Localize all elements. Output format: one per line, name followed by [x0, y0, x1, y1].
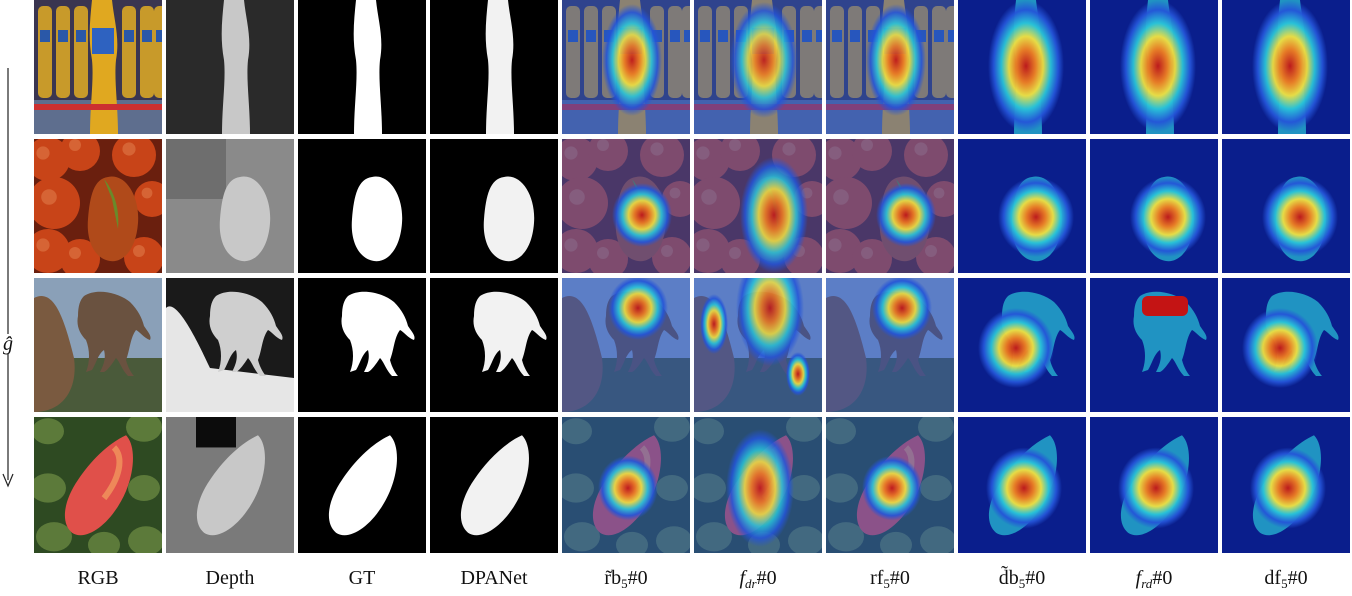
caption-dpa: DPANet — [460, 567, 528, 589]
rf5-image — [826, 0, 954, 134]
tile-tomatoes-df5 — [1222, 139, 1350, 273]
frd-image — [1090, 139, 1218, 273]
frd-image — [1090, 0, 1218, 134]
dpa-image — [430, 417, 558, 553]
tile-mango-rb5 — [562, 417, 690, 553]
caption-df5: df5#0 — [1264, 567, 1308, 591]
tile-tomatoes-rf5 — [826, 139, 954, 273]
rb5-image — [562, 417, 690, 553]
db5-image — [958, 0, 1086, 134]
tile-mango-dpa — [430, 417, 558, 553]
tile-bottles-gt — [298, 0, 426, 134]
tile-tomatoes-fdr — [694, 139, 822, 273]
tile-tomatoes-rb5 — [562, 139, 690, 273]
rgb-image — [34, 417, 162, 553]
fdr-image — [694, 139, 822, 273]
frd-image — [1090, 278, 1218, 412]
caption-frd: frd#0 — [1135, 567, 1173, 591]
db5-image — [958, 417, 1086, 553]
tile-bottles-db5 — [958, 0, 1086, 134]
tile-bottles-fdr — [694, 0, 822, 134]
tile-mango-rf5 — [826, 417, 954, 553]
caption-rb5: r̃b5#0 — [604, 567, 648, 591]
df5-image — [1222, 417, 1350, 553]
tile-mango-gt — [298, 417, 426, 553]
tile-tomatoes-frd — [1090, 139, 1218, 273]
caption-db5: d̃b5#0 — [998, 567, 1046, 591]
caption-rf5: rf5#0 — [870, 567, 910, 591]
tile-tomatoes-dpa — [430, 139, 558, 273]
rf5-image — [826, 417, 954, 553]
tile-elephant-dpa — [430, 278, 558, 412]
tile-bottles-dpa — [430, 0, 558, 134]
tile-tomatoes-db5 — [958, 139, 1086, 273]
rb5-image — [562, 139, 690, 273]
tile-bottles-frd — [1090, 0, 1218, 134]
tile-tomatoes-gt — [298, 139, 426, 273]
rb5-image — [562, 0, 690, 134]
tile-mango-db5 — [958, 417, 1086, 553]
tile-elephant-depth — [166, 278, 294, 412]
fdr-image — [694, 0, 822, 134]
dpa-image — [430, 139, 558, 273]
tile-bottles-rf5 — [826, 0, 954, 134]
tile-elephant-rb5 — [562, 278, 690, 412]
depth-image — [166, 417, 294, 553]
rgb-image — [34, 278, 162, 412]
tile-elephant-frd — [1090, 278, 1218, 412]
tile-elephant-rgb — [34, 278, 162, 412]
df5-image — [1222, 278, 1350, 412]
rf5-image — [826, 139, 954, 273]
dpa-image — [430, 0, 558, 134]
fdr-image — [694, 417, 822, 553]
gt-image — [298, 139, 426, 273]
fdr-image — [694, 278, 822, 412]
db5-image — [958, 139, 1086, 273]
tile-tomatoes-rgb — [34, 139, 162, 273]
tile-elephant-gt — [298, 278, 426, 412]
gt-image — [298, 0, 426, 134]
rb5-image — [562, 278, 690, 412]
tile-mango-rgb — [34, 417, 162, 553]
rgb-image — [34, 139, 162, 273]
tile-bottles-df5 — [1222, 0, 1350, 134]
tile-mango-df5 — [1222, 417, 1350, 553]
df5-image — [1222, 0, 1350, 134]
gt-image — [298, 417, 426, 553]
rgb-image — [34, 0, 162, 134]
column-captions: RGB Depth GT DPANet r̃b5#0 fdr#0 rf5#0 d̃b5#0 fr… — [34, 566, 1352, 594]
tile-mango-frd — [1090, 417, 1218, 553]
caption-fdr: fdr#0 — [739, 567, 777, 591]
tile-bottles-depth — [166, 0, 294, 134]
caption-rgb: RGB — [77, 567, 119, 589]
depth-image — [166, 278, 294, 412]
frd-image — [1090, 417, 1218, 553]
tile-bottles-rb5 — [562, 0, 690, 134]
tile-elephant-fdr — [694, 278, 822, 412]
tile-elephant-rf5 — [826, 278, 954, 412]
rf5-image — [826, 278, 954, 412]
tile-elephant-db5 — [958, 278, 1086, 412]
tile-mango-fdr — [694, 417, 822, 553]
tile-mango-depth — [166, 417, 294, 553]
dpa-image — [430, 278, 558, 412]
gt-image — [298, 278, 426, 412]
caption-gt: GT — [348, 567, 376, 589]
depth-image — [166, 139, 294, 273]
df5-image — [1222, 139, 1350, 273]
image-grid — [34, 0, 1352, 556]
g-hat-arrow — [2, 68, 14, 488]
tile-tomatoes-depth — [166, 139, 294, 273]
caption-depth: Depth — [205, 567, 255, 589]
tile-elephant-df5 — [1222, 278, 1350, 412]
g-hat-label: ĝ — [0, 334, 17, 354]
db5-image — [958, 278, 1086, 412]
depth-image — [166, 0, 294, 134]
tile-bottles-rgb — [34, 0, 162, 134]
